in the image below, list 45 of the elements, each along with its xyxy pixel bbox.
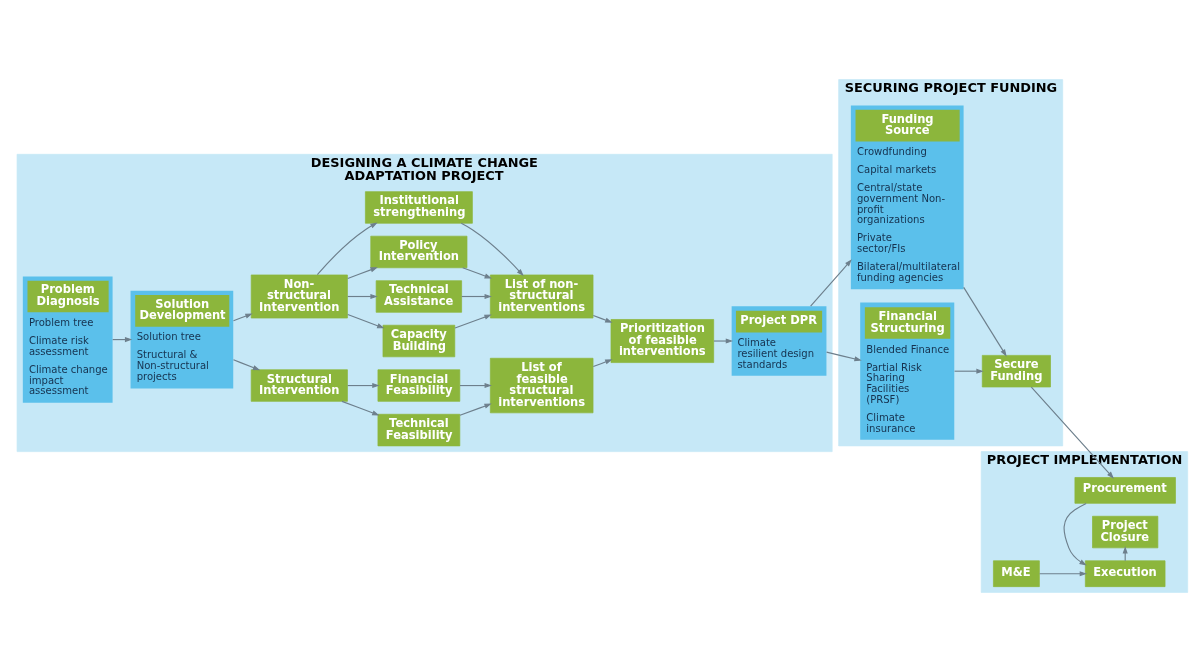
arrow: [232, 359, 261, 371]
arrow: [459, 382, 492, 389]
node-box: M&E: [993, 560, 1040, 587]
node-box: Financial Structuring Blended Finance Partial Risk Sharing Facilities (PRSF) Climate insurance: [860, 302, 955, 440]
arrow: [454, 314, 492, 329]
node-box: Capacity Building: [382, 324, 456, 358]
node-box: Technical Feasibility: [377, 413, 461, 447]
arrow: [461, 293, 492, 300]
node-box: Secure Funding: [981, 355, 1051, 388]
node-box: Problem Diagnosis Problem tree Climate risk assessment Climate change impact assessment: [22, 276, 113, 403]
node-box: Structural Intervention: [250, 369, 348, 402]
arrow: [592, 359, 613, 368]
node-box: Non-structural Intervention: [250, 274, 348, 319]
arrow: [1039, 571, 1087, 577]
arrow: [232, 313, 253, 322]
arrow: [347, 382, 380, 389]
arrow: [826, 351, 862, 362]
arrow: [592, 314, 613, 323]
node-box: List of non-structural interventions: [489, 274, 594, 319]
arrow: [347, 293, 378, 300]
node-box: Funding Source Crowdfunding Capital markets Central/state government Non-profit organizations Private sector/FIs Bilateral/multilateral funding agencies: [850, 105, 964, 290]
arrow: [460, 222, 524, 277]
arrow: [810, 259, 852, 307]
arrow: [963, 286, 1007, 357]
arrow: [462, 267, 492, 279]
node-box: List of feasible structural interventions: [489, 357, 594, 414]
node-box: Prioritization of feasible interventions: [610, 319, 715, 363]
arrow: [1063, 502, 1087, 566]
node-box: Execution: [1084, 560, 1166, 587]
node-box: Project Closure: [1092, 515, 1159, 549]
node-box: Policy Intervention: [370, 235, 468, 269]
node-box: Procurement: [1074, 477, 1176, 504]
arrow: [713, 338, 734, 344]
node-box: Project DPR Climate resilient design standards: [731, 306, 827, 376]
arrow: [1030, 386, 1114, 479]
arrow: [341, 400, 380, 416]
arrow: [459, 403, 492, 416]
arrow: [954, 368, 984, 374]
arrow: [316, 222, 378, 276]
node-box: Technical Assistance: [375, 280, 462, 313]
node-box: Solution Development Solution tree Structural & Non-structural projects: [130, 290, 234, 389]
arrow: [347, 267, 378, 280]
node-box: Financial Feasibility: [377, 369, 461, 402]
node-box: Institutional strengthening: [365, 191, 473, 224]
arrow: [347, 313, 385, 329]
